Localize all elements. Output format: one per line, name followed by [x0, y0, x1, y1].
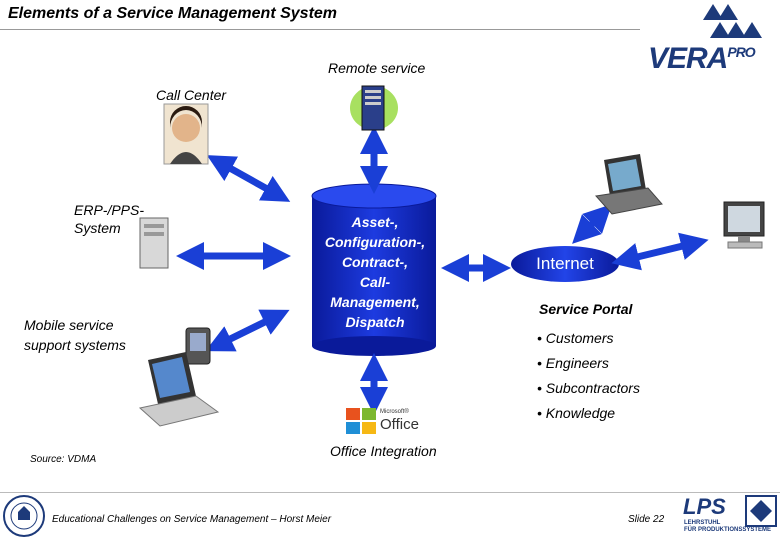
arrow-laptop — [572, 204, 612, 244]
core-line: Dispatch — [345, 314, 405, 330]
erp-label-line1: ERP-/PPS- — [74, 202, 145, 218]
office-integration-label: Office Integration — [330, 443, 437, 459]
portal-item-subcontractors: Subcontractors — [537, 376, 640, 401]
office-icon-sub: Microsoft® — [380, 409, 409, 415]
vera-logo-text: VERA — [648, 42, 728, 75]
core-database-cylinder — [311, 183, 437, 356]
call-center-agent-icon — [163, 103, 209, 165]
desktop-monitor-icon — [723, 201, 765, 249]
service-portal-label: Service Portal — [539, 301, 633, 317]
slide-title: Elements of a Service Management System — [8, 5, 338, 22]
lps-logo-subtitle: LEHRSTUHL FÜR PRODUKTIONSSYSTEME — [684, 520, 771, 534]
portal-item-engineers: Engineers — [537, 351, 640, 376]
pda-icon — [185, 327, 211, 365]
footer-slide-number: Slide 22 — [628, 514, 665, 525]
server-icon — [350, 85, 398, 131]
footer-talk-title: Educational Challenges on Service Manage… — [52, 514, 332, 525]
internet-oval — [511, 246, 619, 282]
internet-label: Internet — [536, 254, 594, 273]
office-logo-icon — [346, 408, 376, 434]
vera-pro-logo: VERAPRO — [648, 42, 756, 76]
core-database-label: Asset-, Configuration-, Contract-, Call-… — [300, 212, 450, 332]
footer-rule — [0, 492, 780, 493]
office-icon-text: Office — [380, 416, 419, 433]
internet-laptop-icon — [595, 154, 663, 215]
source-note: Source: VDMA — [30, 454, 97, 465]
lps-logo-text: LPS — [683, 494, 726, 519]
core-line: Management, — [330, 294, 420, 310]
core-line: Contract-, — [341, 254, 409, 270]
lps-sub-line2: FÜR PRODUKTIONSSYSTEME — [684, 527, 772, 533]
erp-server-icon — [139, 217, 169, 269]
arrow-mobile — [205, 309, 290, 352]
lps-logo-mark — [745, 495, 777, 527]
pro-logo-text: PRO — [727, 44, 755, 60]
arrow-desktop — [611, 232, 709, 271]
arrow-call-center — [206, 155, 291, 202]
mobile-label-line1: Mobile service — [24, 317, 114, 333]
core-line: Configuration-, — [324, 234, 426, 250]
call-center-label: Call Center — [156, 87, 227, 103]
portal-item-knowledge: Knowledge — [537, 401, 640, 426]
core-line: Asset-, — [351, 214, 399, 230]
erp-label-line2: System — [74, 220, 121, 236]
university-seal-logo — [3, 495, 45, 537]
portal-item-customers: Customers — [537, 326, 640, 351]
core-line: Call- — [359, 274, 391, 290]
mobile-laptop-icon — [138, 352, 220, 427]
title-rule — [0, 29, 640, 30]
service-portal-list: Customers Engineers Subcontractors Knowl… — [537, 326, 640, 426]
mobile-label-line2: support systems — [24, 337, 126, 353]
lps-sub-line1: LEHRSTUHL — [684, 520, 721, 526]
remote-service-label: Remote service — [328, 60, 426, 76]
vera-pro-logo-mark — [703, 4, 762, 38]
